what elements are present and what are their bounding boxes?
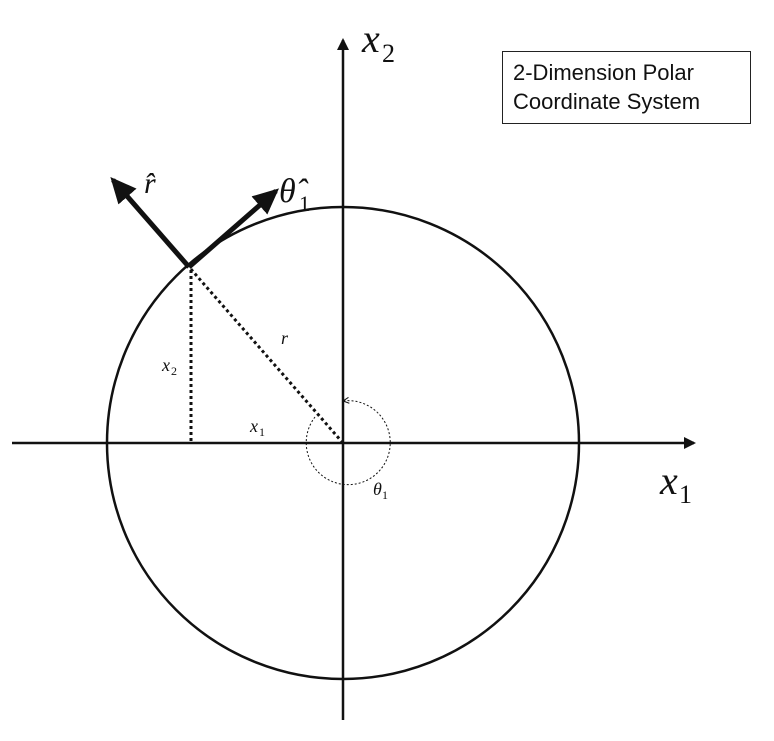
r-hat-arrow	[110, 176, 191, 269]
title-line-1: 2-Dimension Polar	[513, 60, 694, 85]
theta-hat-label-sub: 1	[299, 191, 310, 216]
x2-leg-label-sub: 2	[171, 364, 177, 378]
r-label: r	[281, 328, 289, 348]
x2-axis-label-sub: 2	[382, 39, 395, 68]
x1-axis-label: x	[659, 458, 678, 503]
r-hat-label: r̂	[144, 167, 156, 200]
theta-hat-arrow	[187, 188, 280, 269]
title-box: 2-Dimension Polar Coordinate System	[502, 51, 751, 124]
theta-label-sub: 1	[382, 488, 388, 502]
x1-leg-label: x	[249, 416, 258, 436]
x2-leg-label: x	[161, 355, 170, 375]
theta-label: θ	[373, 479, 382, 499]
x1-axis-label-sub: 1	[679, 480, 692, 509]
radius-line	[187, 266, 345, 444]
title-line-2: Coordinate System	[513, 89, 701, 114]
unit-circle	[105, 205, 581, 681]
x1-leg-label-sub: 1	[259, 425, 265, 439]
x2-axis-label: x	[361, 16, 380, 61]
